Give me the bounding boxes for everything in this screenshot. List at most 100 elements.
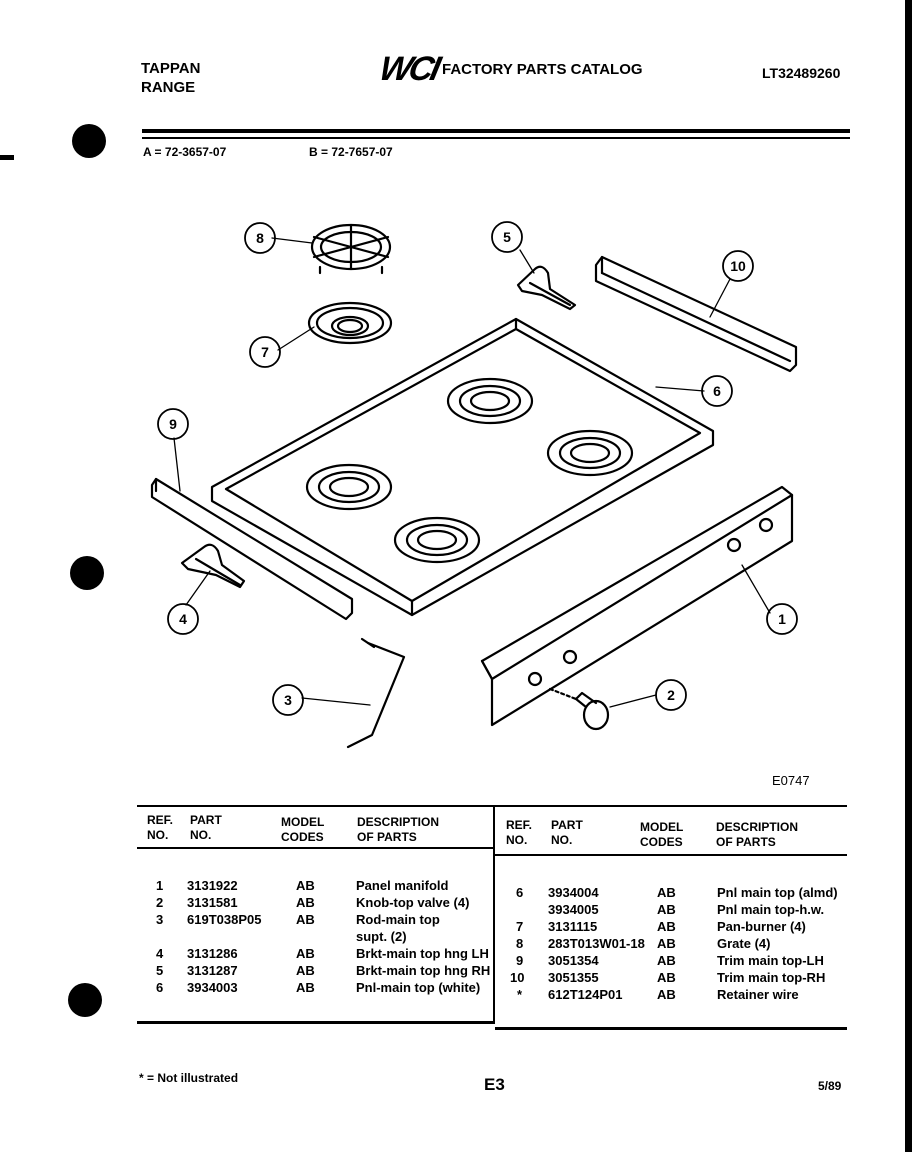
- header-rule-thick: [142, 129, 850, 133]
- model-a: A = 72-3657-07: [143, 145, 227, 159]
- ref-cell: 6: [516, 885, 524, 900]
- catalog-title: FACTORY PARTS CATALOG: [442, 61, 643, 78]
- hinge-bracket-rh-drawing: [516, 265, 577, 311]
- callout-5: 5: [503, 229, 511, 245]
- table-header-rule-right: [495, 854, 847, 856]
- part-cell: 3051354: [548, 953, 599, 968]
- codes-cell: AB: [657, 953, 676, 968]
- desc-cell: Rod-main top: [356, 912, 440, 927]
- part-cell: 3934003: [187, 980, 238, 995]
- punch-hole-middle: [70, 556, 104, 590]
- hinge-bracket-lh-drawing: [180, 543, 246, 589]
- codes-cell: AB: [657, 936, 676, 951]
- ref-cell: 2: [156, 895, 164, 910]
- part-cell: 3131115: [548, 919, 598, 934]
- codes-cell: AB: [657, 902, 676, 917]
- ref-cell: 1: [156, 878, 164, 893]
- footnote: * = Not illustrated: [139, 1071, 239, 1085]
- burner-pan-drawing: [307, 301, 393, 345]
- desc-cell: Grate (4): [717, 936, 771, 951]
- part-cell: 3934004: [548, 885, 599, 900]
- part-cell: 612T124P01: [548, 987, 623, 1002]
- main-top-panel-drawing: [210, 317, 715, 617]
- desc-cell: Knob-top valve (4): [356, 895, 470, 910]
- codes-cell: AB: [657, 987, 676, 1002]
- part-cell: 3131287: [187, 963, 238, 978]
- revision-date: 5/89: [818, 1079, 842, 1093]
- codes-cell: AB: [296, 963, 315, 978]
- valve-knob-drawing: [548, 687, 610, 731]
- header-ref-left: REF.NO.: [147, 813, 174, 842]
- codes-cell: AB: [296, 980, 315, 995]
- leader-lines: [173, 237, 771, 708]
- diagram-reference-code: E0747: [772, 773, 810, 788]
- exploded-parts-diagram: 8 7 5 10 6 9 4 1 2 3: [150, 221, 798, 749]
- callout-3: 3: [284, 692, 292, 708]
- part-cell: 283T013W01-18: [548, 936, 645, 951]
- callout-2: 2: [667, 687, 675, 703]
- ref-cell: 9: [516, 953, 524, 968]
- callout-7: 7: [261, 344, 269, 360]
- codes-cell: AB: [296, 895, 315, 910]
- wci-logo: WCI: [376, 50, 442, 88]
- punch-hole-top: [72, 124, 106, 158]
- ref-cell: 3: [156, 912, 164, 927]
- ref-cell: 8: [516, 936, 524, 951]
- ref-cell: *: [517, 987, 523, 1002]
- punch-hole-bottom: [68, 983, 102, 1017]
- page-number: E3: [484, 1075, 505, 1094]
- catalog-code: LT32489260: [762, 65, 841, 81]
- margin-mark: [0, 155, 14, 160]
- callout-4: 4: [179, 611, 187, 627]
- callout-6: 6: [713, 383, 721, 399]
- desc-cell: Brkt-main top hng LH: [356, 946, 489, 961]
- manifold-panel-drawing: [480, 485, 794, 727]
- part-cell: 3051355: [548, 970, 599, 985]
- trim-lh-drawing: [150, 477, 354, 621]
- support-rod-drawing: [346, 637, 406, 749]
- part-cell: 619T038P05: [187, 912, 262, 927]
- desc-cell: Pan-burner (4): [717, 919, 806, 934]
- callout-8: 8: [256, 230, 264, 246]
- header-ref-right: REF.NO.: [506, 818, 533, 847]
- part-cell: 3934005: [548, 902, 599, 917]
- table-divider: [493, 806, 495, 1024]
- part-cell: 3131922: [187, 878, 238, 893]
- ref-cell: 10: [510, 970, 525, 985]
- codes-cell: AB: [296, 878, 315, 893]
- table-bottom-rule: [137, 1021, 493, 1024]
- callout-9: 9: [169, 416, 177, 432]
- callout-10: 10: [730, 258, 746, 274]
- codes-cell: AB: [657, 970, 676, 985]
- brand-line-1: TAPPAN: [141, 60, 201, 77]
- ref-cell: 7: [516, 919, 524, 934]
- codes-cell: AB: [296, 912, 315, 927]
- codes-cell: AB: [657, 885, 676, 900]
- desc-cell: Pnl-main top (white): [356, 980, 481, 995]
- brand: TAPPAN RANGE: [141, 59, 200, 97]
- brand-line-2: RANGE: [141, 79, 196, 96]
- ref-cell: 5: [156, 963, 164, 978]
- table-header-rule-left: [137, 847, 495, 849]
- part-cell: 3131581: [187, 895, 238, 910]
- trim-rh-drawing: [594, 255, 798, 373]
- callout-1: 1: [778, 611, 786, 627]
- desc-cell: Trim main top-RH: [717, 970, 826, 985]
- grate-drawing: [310, 223, 392, 275]
- desc-cell: Trim main top-LH: [717, 953, 824, 968]
- header-rule-thin: [142, 137, 850, 139]
- part-cell: 3131286: [187, 946, 238, 961]
- desc-cell: Retainer wire: [717, 987, 799, 1002]
- ref-cell: 4: [156, 946, 164, 961]
- desc-cell: Panel manifold: [356, 878, 449, 893]
- table-top-rule: [137, 805, 847, 807]
- model-b: B = 72-7657-07: [309, 145, 393, 159]
- desc-cell: Pnl main top-h.w.: [717, 902, 825, 917]
- codes-cell: AB: [657, 919, 676, 934]
